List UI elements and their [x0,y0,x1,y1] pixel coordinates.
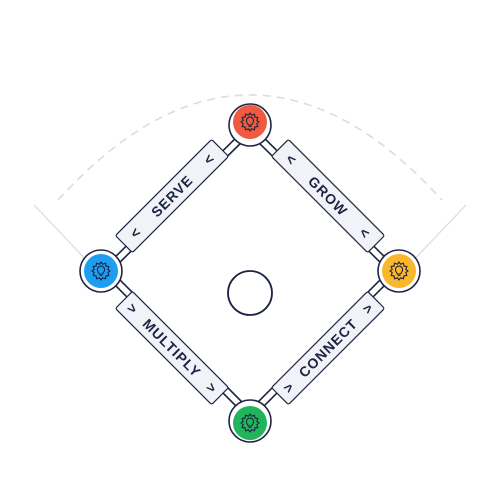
segment-serve: < SERVE < [115,139,229,253]
segment-multiply: > MULTIPLY > [115,291,229,405]
node-right-circle [382,254,416,288]
node-left [84,254,118,288]
segment-serve-bar [115,139,229,253]
segment-connect: > CONNECT > [271,291,385,405]
foul-line-left [33,204,93,267]
node-top [233,105,267,139]
segment-multiply-bar [115,291,229,405]
segment-grow-bar [271,139,385,253]
node-left-circle [84,254,118,288]
node-bottom [233,406,267,440]
node-bottom-circle [233,406,267,440]
foul-line-right [407,204,467,267]
node-right [382,254,416,288]
segment-grow: < GROW < [271,139,385,253]
segment-connect-label: CONNECT [295,315,360,380]
center-circle [227,270,273,316]
outfield-arc [57,94,443,201]
segment-connect-bar [271,291,385,405]
segment-multiply-label: MULTIPLY [140,316,205,381]
node-top-circle [233,105,267,139]
